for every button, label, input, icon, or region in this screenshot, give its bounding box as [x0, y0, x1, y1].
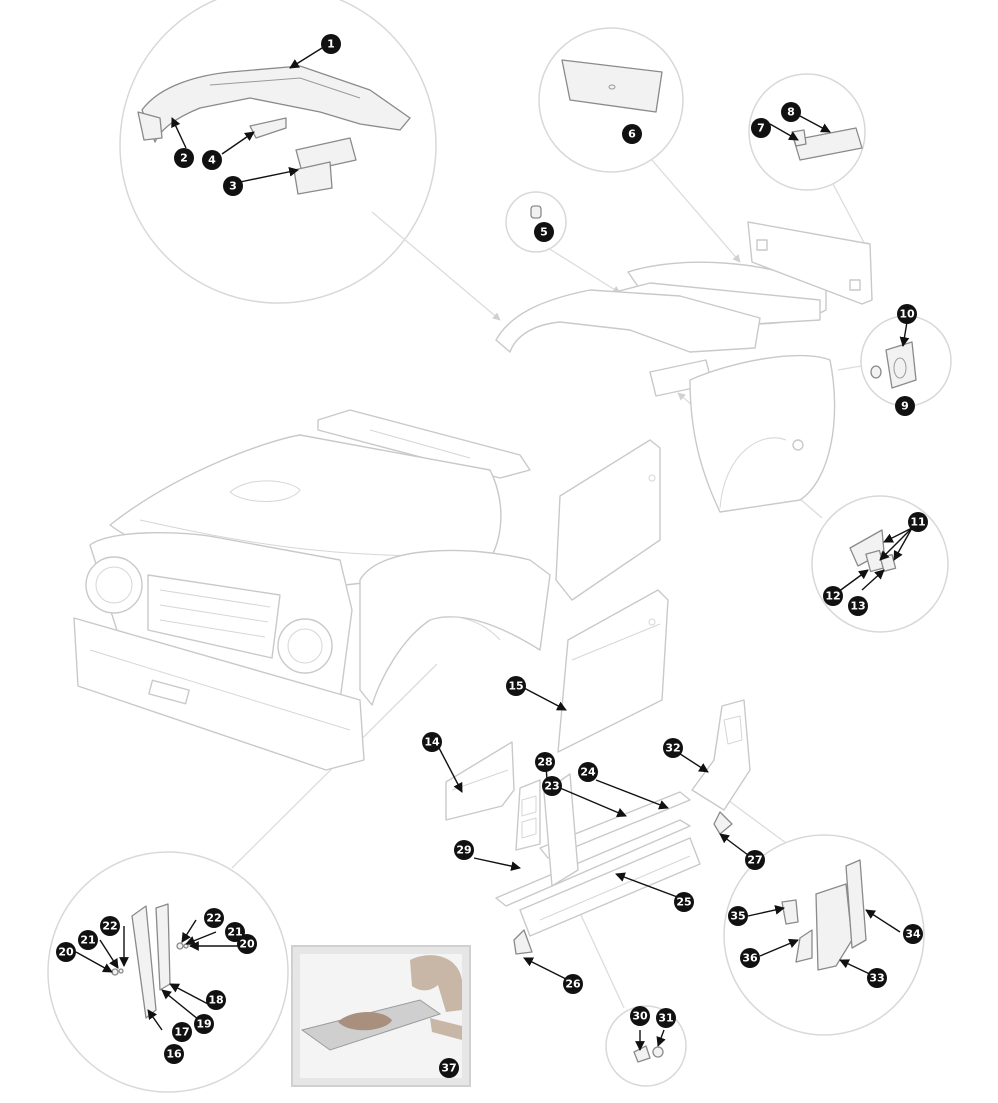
- svg-text:28: 28: [537, 756, 552, 769]
- svg-text:20: 20: [58, 946, 74, 959]
- svg-text:31: 31: [658, 1012, 673, 1025]
- tonneau-panel-part: [561, 59, 663, 113]
- detail-circle-nut: [505, 191, 567, 253]
- svg-text:11: 11: [910, 516, 925, 529]
- callout-25: 25: [674, 892, 694, 912]
- end-cap-parts: [513, 811, 733, 955]
- svg-text:21: 21: [227, 926, 242, 939]
- svg-text:33: 33: [869, 972, 884, 985]
- a-post-parts: [111, 903, 189, 1019]
- callout-5: 5: [534, 222, 554, 242]
- callout-35: 35: [728, 906, 748, 926]
- svg-text:3: 3: [229, 180, 237, 193]
- svg-text:27: 27: [747, 854, 762, 867]
- svg-text:34: 34: [905, 928, 921, 941]
- repair-photo-inset: [291, 945, 471, 1087]
- svg-text:20: 20: [239, 938, 255, 951]
- svg-text:35: 35: [730, 910, 745, 923]
- svg-text:15: 15: [508, 680, 523, 693]
- callout-1: 1: [321, 34, 341, 54]
- callout-3: 3: [223, 176, 243, 196]
- svg-text:18: 18: [208, 994, 223, 1007]
- svg-text:26: 26: [565, 978, 581, 991]
- svg-text:30: 30: [632, 1010, 648, 1023]
- callout-21-left: 21: [78, 930, 98, 950]
- callout-18: 18: [206, 990, 226, 1010]
- sill-assembly-part: [495, 773, 701, 937]
- callout-30: 30: [630, 1006, 650, 1026]
- fuel-flap-part: [870, 341, 917, 389]
- callout-21-right: 21: [225, 922, 245, 942]
- callout-27: 27: [745, 850, 765, 870]
- callout-22-right: 22: [204, 908, 224, 928]
- callout-23: 23: [542, 776, 562, 796]
- callout-8: 8: [781, 102, 801, 122]
- hinge-bracket-part: [791, 127, 863, 161]
- svg-text:5: 5: [540, 226, 548, 239]
- svg-text:10: 10: [899, 308, 915, 321]
- callout-32: 32: [663, 738, 683, 758]
- b-post-detail-parts: [781, 859, 867, 971]
- nut-part: [530, 205, 542, 219]
- callout-22-left: 22: [100, 916, 120, 936]
- callout-7: 7: [751, 118, 771, 138]
- svg-text:25: 25: [676, 896, 691, 909]
- svg-text:36: 36: [742, 952, 758, 965]
- svg-text:13: 13: [850, 600, 865, 613]
- svg-text:29: 29: [456, 844, 471, 857]
- svg-text:8: 8: [787, 106, 795, 119]
- callout-36: 36: [740, 948, 760, 968]
- detail-circle-roof-frame: [119, 0, 437, 304]
- callout-15: 15: [506, 676, 526, 696]
- b-post-part: [691, 699, 751, 811]
- callout-11: 11: [908, 512, 928, 532]
- callout-14: 14: [422, 732, 442, 752]
- callout-12: 12: [823, 586, 843, 606]
- callout-28: 28: [535, 752, 555, 772]
- svg-text:23: 23: [544, 780, 559, 793]
- callout-9: 9: [895, 396, 915, 416]
- svg-text:37: 37: [441, 1062, 456, 1075]
- callout-2: 2: [174, 148, 194, 168]
- svg-text:22: 22: [206, 912, 221, 925]
- svg-text:6: 6: [628, 128, 636, 141]
- callout-badges: 1 2 3 4 5 6 7 8 9 10 11 12 13 14 15 16 1…: [56, 34, 928, 1078]
- svg-text:16: 16: [166, 1048, 182, 1061]
- svg-text:14: 14: [424, 736, 440, 749]
- svg-text:7: 7: [757, 122, 765, 135]
- callout-19: 19: [194, 1014, 214, 1034]
- callout-37: 37: [439, 1058, 459, 1078]
- svg-text:12: 12: [825, 590, 840, 603]
- svg-text:21: 21: [80, 934, 95, 947]
- callout-26: 26: [563, 974, 583, 994]
- door-skin-part: [557, 589, 669, 753]
- svg-text:24: 24: [580, 766, 596, 779]
- lower-wing-part: [445, 741, 515, 821]
- callout-20-left: 20: [56, 942, 76, 962]
- svg-text:2: 2: [180, 152, 188, 165]
- svg-text:22: 22: [102, 920, 117, 933]
- roof-frame-part: [137, 65, 411, 195]
- car-body: [73, 221, 873, 771]
- callout-17: 17: [172, 1022, 192, 1042]
- svg-text:17: 17: [174, 1026, 189, 1039]
- callout-24: 24: [578, 762, 598, 782]
- svg-text:32: 32: [665, 742, 680, 755]
- svg-text:1: 1: [327, 38, 335, 51]
- detail-circle-hinge-bracket: [748, 73, 866, 191]
- callout-33: 33: [867, 968, 887, 988]
- callout-6: 6: [622, 124, 642, 144]
- callout-29: 29: [454, 840, 474, 860]
- callout-10: 10: [897, 304, 917, 324]
- callout-4: 4: [202, 150, 222, 170]
- callout-31: 31: [656, 1008, 676, 1028]
- callout-16: 16: [164, 1044, 184, 1064]
- svg-text:19: 19: [196, 1018, 211, 1031]
- callout-34: 34: [903, 924, 923, 944]
- svg-text:4: 4: [208, 154, 216, 167]
- callout-13: 13: [848, 596, 868, 616]
- svg-text:9: 9: [901, 400, 909, 413]
